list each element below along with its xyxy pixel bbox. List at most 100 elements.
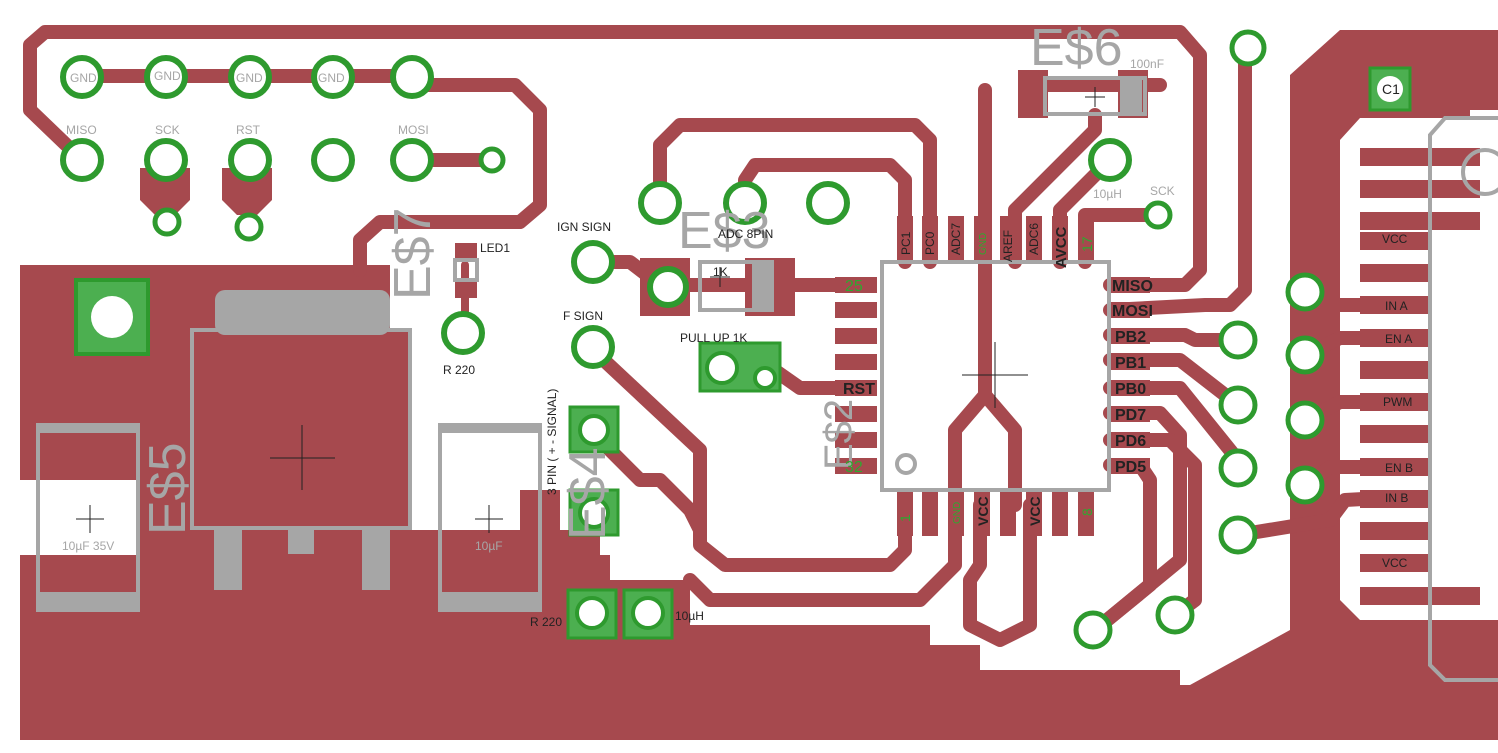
header-pin-miso[interactable]: [60, 138, 104, 182]
in-b-pad[interactable]: [1218, 515, 1258, 555]
regulator-pin-silk: [362, 528, 390, 590]
cap-100nf-outline: [1043, 76, 1147, 116]
connector-pad: [1360, 587, 1480, 605]
ic-pin-pc1: PC1: [899, 231, 913, 255]
connector-label-in-b: IN B: [1385, 491, 1408, 505]
ic-pad-left: [835, 406, 877, 422]
led-pad: [455, 243, 477, 259]
label-r220-top: R 220: [443, 363, 475, 377]
ic-pad-left: [835, 458, 877, 474]
pb2-pad[interactable]: [1218, 320, 1258, 360]
r220-pad[interactable]: [441, 311, 485, 355]
connector-pad: [1360, 212, 1480, 230]
ic-right-labels: MISO MOSI PB2 PB1 PB0 PD7 PD6 PD5: [1112, 278, 1153, 476]
ic-pad-right: [1108, 277, 1150, 293]
silkscreen: [36, 76, 1498, 682]
ic-pad-left: [835, 354, 877, 370]
connector-pad: [1360, 329, 1430, 347]
pb1-pad[interactable]: [1218, 385, 1258, 425]
connector-label-en-a: EN A: [1385, 332, 1412, 346]
label-mosi: MOSI: [398, 123, 429, 137]
via[interactable]: [478, 146, 506, 174]
header-pin-gnd[interactable]: [311, 55, 355, 99]
header-pin[interactable]: [390, 55, 434, 99]
ic-pad-bottom: [974, 492, 990, 536]
ic-pad-left: [835, 328, 877, 344]
ic-pad-right: [1108, 302, 1150, 318]
trace-f-sign: [586, 343, 912, 572]
res-1k-pad-hole[interactable]: [647, 266, 689, 308]
ic-pad-top: [1052, 216, 1068, 260]
label-miso: MISO: [66, 123, 97, 137]
via[interactable]: [1229, 29, 1267, 67]
header-pin-rst[interactable]: [228, 138, 272, 182]
regulator-pin-pad: [210, 585, 242, 625]
trace-ic-internal: [948, 255, 1022, 512]
connector-mount-hole: [1461, 148, 1498, 196]
designator-es5: E$5: [139, 442, 197, 535]
connector-label-en-b: EN B: [1385, 461, 1413, 475]
ic-pin-pb1: PB1: [1115, 355, 1146, 372]
trace-adc-res: [593, 255, 857, 292]
header-pin-gnd[interactable]: [228, 55, 272, 99]
pwm-pad[interactable]: [1285, 400, 1325, 440]
connector-pad: [1360, 490, 1430, 508]
en-b-pad[interactable]: [1285, 465, 1325, 505]
through-holes: [60, 29, 1412, 650]
cap-10uf35-band: [40, 592, 136, 608]
via[interactable]: [152, 207, 182, 237]
ic-pad-right: [1108, 354, 1150, 370]
inductor-bottom-hole: [631, 596, 665, 630]
via[interactable]: [234, 212, 264, 242]
sck-via[interactable]: [1143, 200, 1173, 230]
regulator-pin-silk: [214, 528, 242, 590]
cap-10uf35-band-top: [40, 425, 136, 433]
ign-sign-pad[interactable]: [571, 240, 615, 284]
via[interactable]: [1088, 138, 1132, 182]
header-pin-gnd[interactable]: [60, 55, 104, 99]
pb0-pad[interactable]: [1218, 448, 1258, 488]
r220-bottom-hole: [575, 596, 609, 630]
ic-pin-pd6: PD6: [1115, 433, 1146, 450]
connector-pad: [1360, 264, 1430, 282]
ic-pad-left: [835, 380, 877, 396]
label-gnd: GND: [236, 71, 263, 85]
pd7-pad[interactable]: [1073, 610, 1113, 650]
in-a-pad[interactable]: [1285, 272, 1325, 312]
via[interactable]: [723, 181, 767, 225]
label-10uf35: 10µF 35V: [62, 539, 114, 553]
f-sign-pad[interactable]: [571, 325, 615, 369]
label-gnd: GND: [70, 71, 97, 85]
ic-pin-gnd-bottom: GND: [952, 502, 963, 524]
via[interactable]: [806, 181, 850, 225]
silk-solid: [40, 78, 1142, 608]
pd6-pad[interactable]: [1155, 595, 1195, 635]
header-pin-gnd[interactable]: [144, 55, 188, 99]
connector-label-pwm: PWM: [1383, 395, 1412, 409]
ic-pad-bottom: [1052, 492, 1068, 536]
ic-pin-aref: AREF: [1001, 230, 1015, 262]
dark-labels: LED1 IGN SIGN ADC 8PIN 1K F SIGN PULL UP…: [443, 81, 1400, 629]
ic-pad-bottom: [922, 492, 938, 536]
ic-pad-top: [922, 216, 938, 260]
header-pin-mosi[interactable]: [390, 138, 434, 182]
ic-pad-top: [897, 216, 913, 260]
ic-top-labels: PC1 PC0 ADC7 GND AREF ADC6 AVCC 17: [899, 223, 1095, 268]
designator-es7: E$7: [384, 207, 442, 300]
en-a-pad[interactable]: [1285, 335, 1325, 375]
label-sck-top: SCK: [1150, 184, 1175, 198]
label-gnd: GND: [318, 71, 345, 85]
via[interactable]: [638, 181, 682, 225]
label-1k: 1K: [713, 265, 728, 279]
header-pin[interactable]: [311, 138, 355, 182]
designator-es3: E$3: [678, 202, 771, 260]
ic-pad-bottom: [897, 492, 913, 536]
cap-100nf-band: [1120, 78, 1142, 114]
ic-pin-1: 1: [897, 514, 913, 522]
label-pin-signal: 3 PIN ( + - SIGNAL): [545, 389, 559, 495]
signal-connector-hole: [578, 497, 610, 529]
header-pin-sck[interactable]: [144, 138, 188, 182]
ic-pad-top: [1026, 216, 1042, 260]
connector-pad: [1360, 232, 1430, 250]
ic-pad-left: [835, 432, 877, 448]
